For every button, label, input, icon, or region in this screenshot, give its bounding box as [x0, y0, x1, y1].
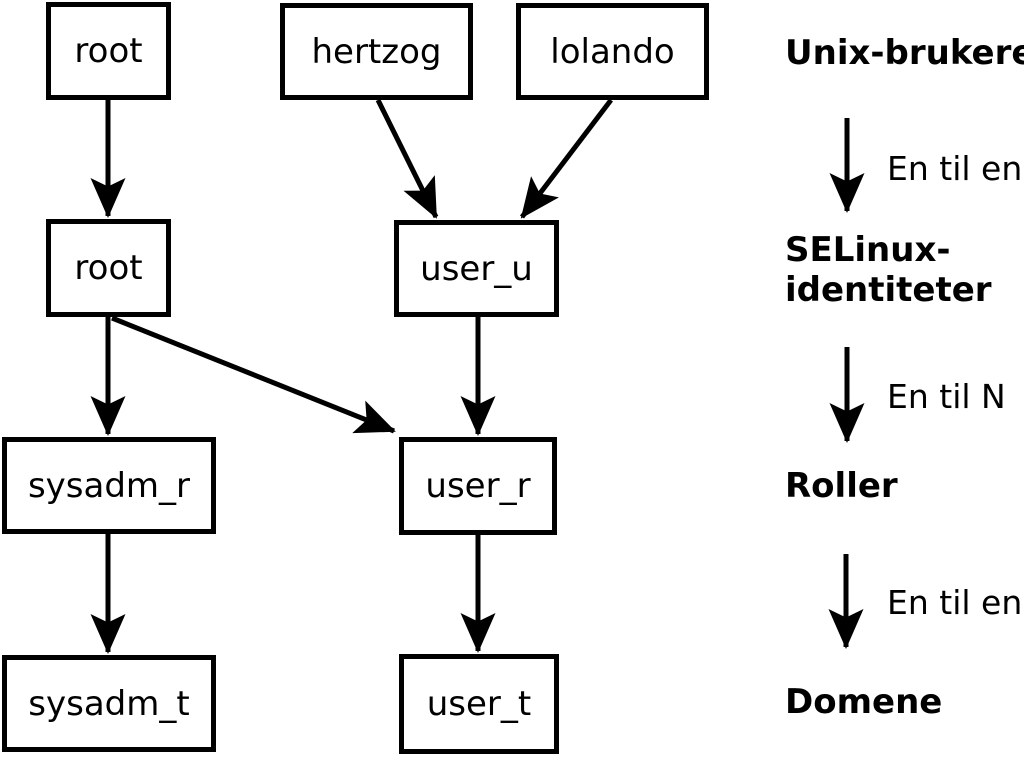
- node-unix-hertzog: hertzog: [280, 3, 473, 100]
- arrow-selinuxroot-to-userr: [111, 315, 396, 434]
- node-unix-lolando: lolando: [516, 3, 709, 100]
- legend-relation-one-to-one-2: En til en: [887, 583, 1023, 622]
- node-role-sysadm-r-label: sysadm_r: [27, 465, 191, 506]
- node-unix-root-label: root: [74, 31, 143, 71]
- legend-selinux-identities-heading: SELinux- identiteter: [785, 230, 992, 310]
- node-selinux-user-u: user_u: [394, 220, 559, 317]
- node-selinux-root-label: root: [74, 248, 143, 288]
- node-role-user-r-label: user_r: [425, 466, 531, 506]
- legend-relation-one-to-n: En til N: [887, 377, 1006, 416]
- legend-domains-heading: Domene: [785, 682, 943, 722]
- legend-selinux-identities-line2: identiteter: [785, 270, 992, 310]
- node-domain-user-t: user_t: [399, 654, 559, 754]
- legend-roles-heading: Roller: [785, 466, 898, 506]
- node-unix-lolando-label: lolando: [550, 31, 675, 72]
- node-domain-sysadm-t-label: sysadm_t: [28, 683, 190, 724]
- legend-unix-users-heading: Unix-brukere: [785, 33, 1024, 73]
- node-role-user-r: user_r: [399, 437, 557, 535]
- arrow-lolando-to-useru: [520, 98, 613, 219]
- legend-selinux-identities-line1: SELinux-: [785, 230, 951, 270]
- node-unix-hertzog-label: hertzog: [311, 31, 442, 72]
- arrow-hertzog-to-useru: [375, 98, 439, 219]
- node-domain-user-t-label: user_t: [426, 684, 532, 724]
- node-domain-sysadm-t: sysadm_t: [2, 655, 216, 752]
- node-unix-root: root: [46, 2, 171, 100]
- node-selinux-root: root: [46, 219, 171, 317]
- node-selinux-user-u-label: user_u: [420, 248, 533, 289]
- node-role-sysadm-r: sysadm_r: [2, 437, 216, 534]
- legend-relation-one-to-one-1: En til en: [887, 149, 1023, 188]
